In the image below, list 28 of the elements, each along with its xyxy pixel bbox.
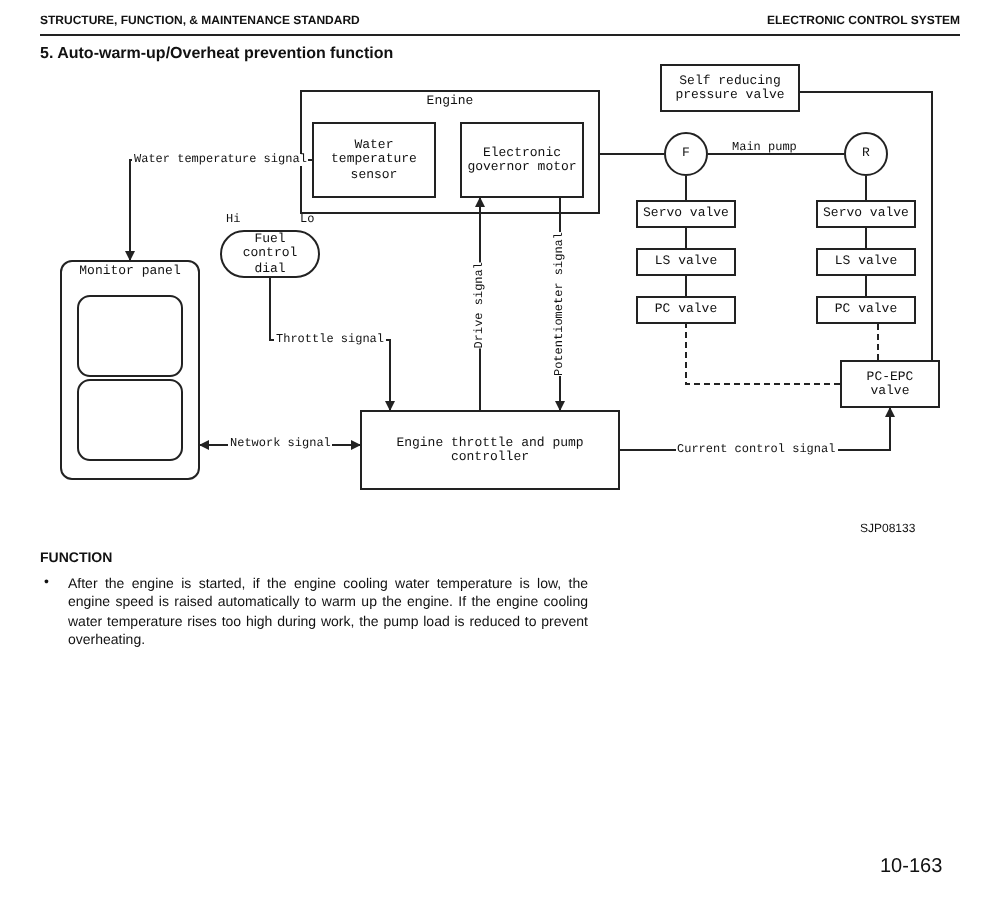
connector-line: [685, 323, 841, 385]
connector-line: [799, 91, 933, 361]
component-box: [816, 296, 916, 324]
connector-line: [707, 153, 845, 155]
connector-line: [865, 275, 867, 297]
page-number: 10-163: [880, 856, 943, 878]
connector-line: [685, 227, 687, 249]
component-box: [840, 360, 940, 408]
connector-line: [865, 175, 867, 201]
connector-line: [685, 275, 687, 297]
pump-symbol: [844, 132, 888, 176]
section-title: 5. Auto-warm-up/Overheat prevention function: [40, 44, 394, 62]
component-box: [312, 122, 436, 198]
controller-box: [360, 410, 620, 490]
connector-line: [685, 175, 687, 201]
connector-line: [877, 323, 879, 361]
connector-line: [865, 227, 867, 249]
pump-symbol: [664, 132, 708, 176]
connector-line: [599, 153, 665, 155]
component-box: [636, 200, 736, 228]
dial-knob: [220, 230, 320, 278]
component-box: [636, 248, 736, 276]
component-box: [660, 64, 800, 112]
monitor-panel: [60, 260, 200, 480]
component-box: [636, 296, 736, 324]
component-box: [816, 248, 916, 276]
component-box: [460, 122, 584, 198]
component-box: [816, 200, 916, 228]
